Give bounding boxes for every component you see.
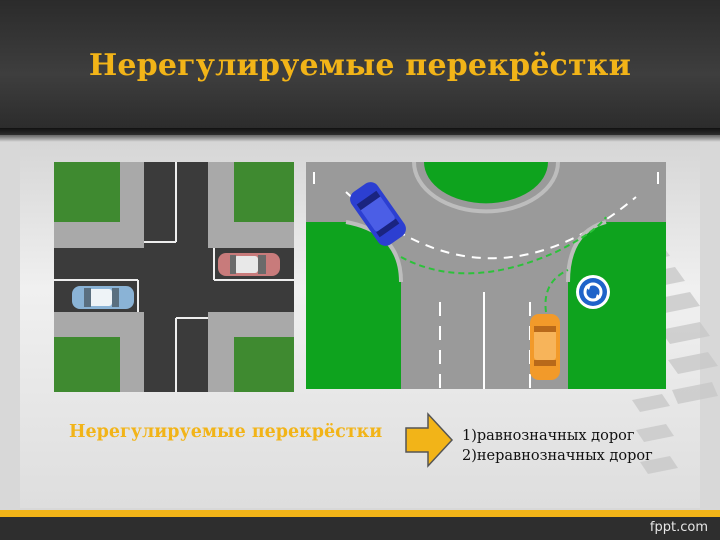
header-bar [0, 0, 720, 135]
blue-car [350, 182, 406, 246]
crossroad-image [54, 162, 294, 392]
header-shadow [0, 128, 720, 142]
intersection-types-list: 1)равнозначных дорог 2)неравнозначных до… [462, 426, 653, 466]
blue-car [72, 286, 134, 309]
slide-title: Нерегулируемые перекрёстки [88, 48, 632, 83]
orange-car [530, 314, 560, 380]
footer-bar [0, 517, 720, 540]
list-item: 1)равнозначных дорог [462, 428, 635, 444]
roundabout-image [306, 162, 666, 389]
arrow-right-icon [405, 412, 454, 468]
subtitle-text: Нерегулируемые перекрёстки [69, 422, 383, 442]
roundabout-sign-icon [576, 275, 610, 309]
red-car [218, 253, 280, 276]
footer-stripe [0, 510, 720, 517]
list-item: 2)неравнозначных дорог [462, 448, 653, 464]
watermark: fppt.com [649, 520, 708, 535]
